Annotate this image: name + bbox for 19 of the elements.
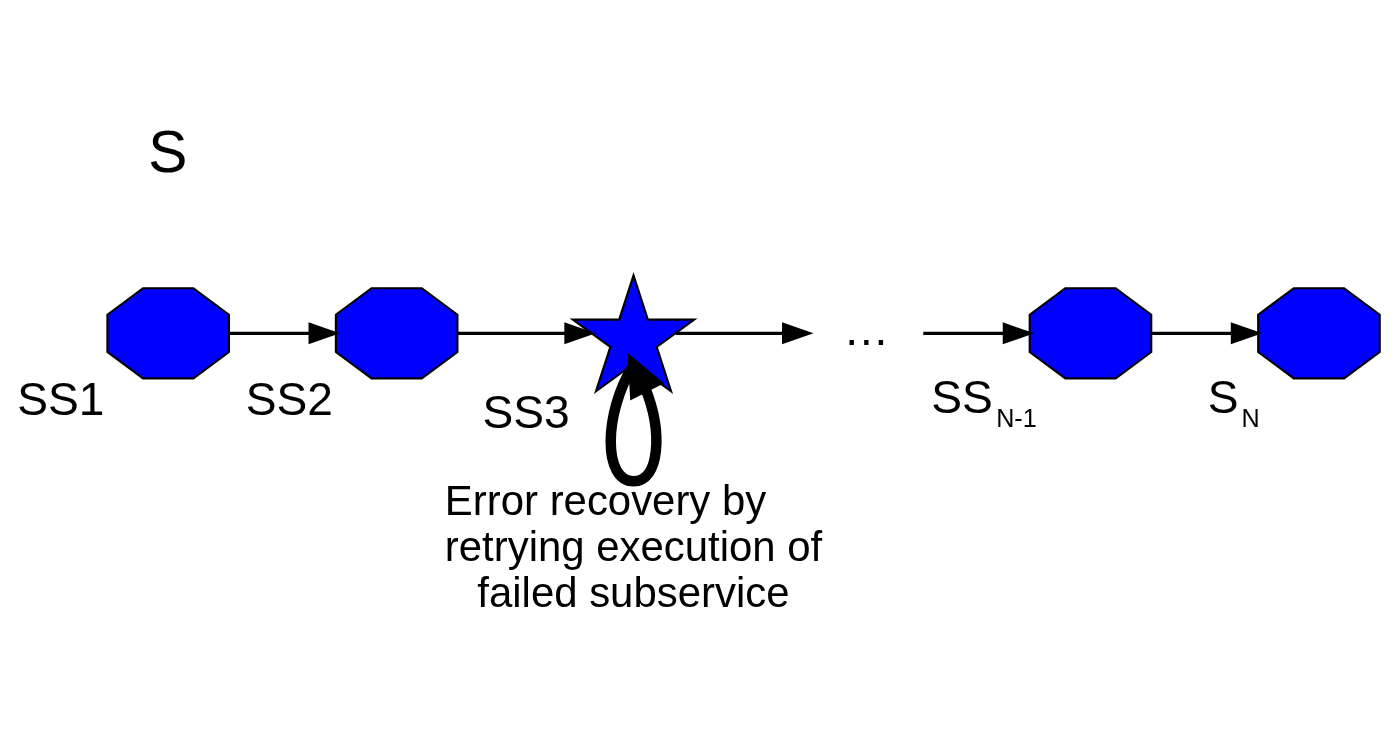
edge-label: Error recovery by retrying execution of failed subservice — [444, 476, 823, 617]
arrow — [923, 322, 1035, 345]
node-label: SS$_{N-1}$ — [931, 371, 1037, 433]
node-label: S$_{N}$ — [1207, 371, 1260, 433]
label: S — [148, 118, 188, 184]
arrow — [229, 322, 340, 345]
node-octagon — [106, 287, 230, 380]
node-octagon — [1028, 287, 1153, 380]
node-label: SS1 — [17, 373, 105, 426]
node-label: SS3 — [482, 386, 570, 439]
node-text: … — [843, 303, 890, 356]
arrow — [605, 353, 665, 487]
node-octagon — [1257, 287, 1381, 380]
node-star — [569, 271, 698, 395]
arrow — [457, 322, 596, 345]
arrow — [1151, 322, 1263, 345]
arrow — [675, 322, 814, 345]
node-octagon — [334, 287, 459, 380]
node-label: SS2 — [245, 373, 333, 426]
